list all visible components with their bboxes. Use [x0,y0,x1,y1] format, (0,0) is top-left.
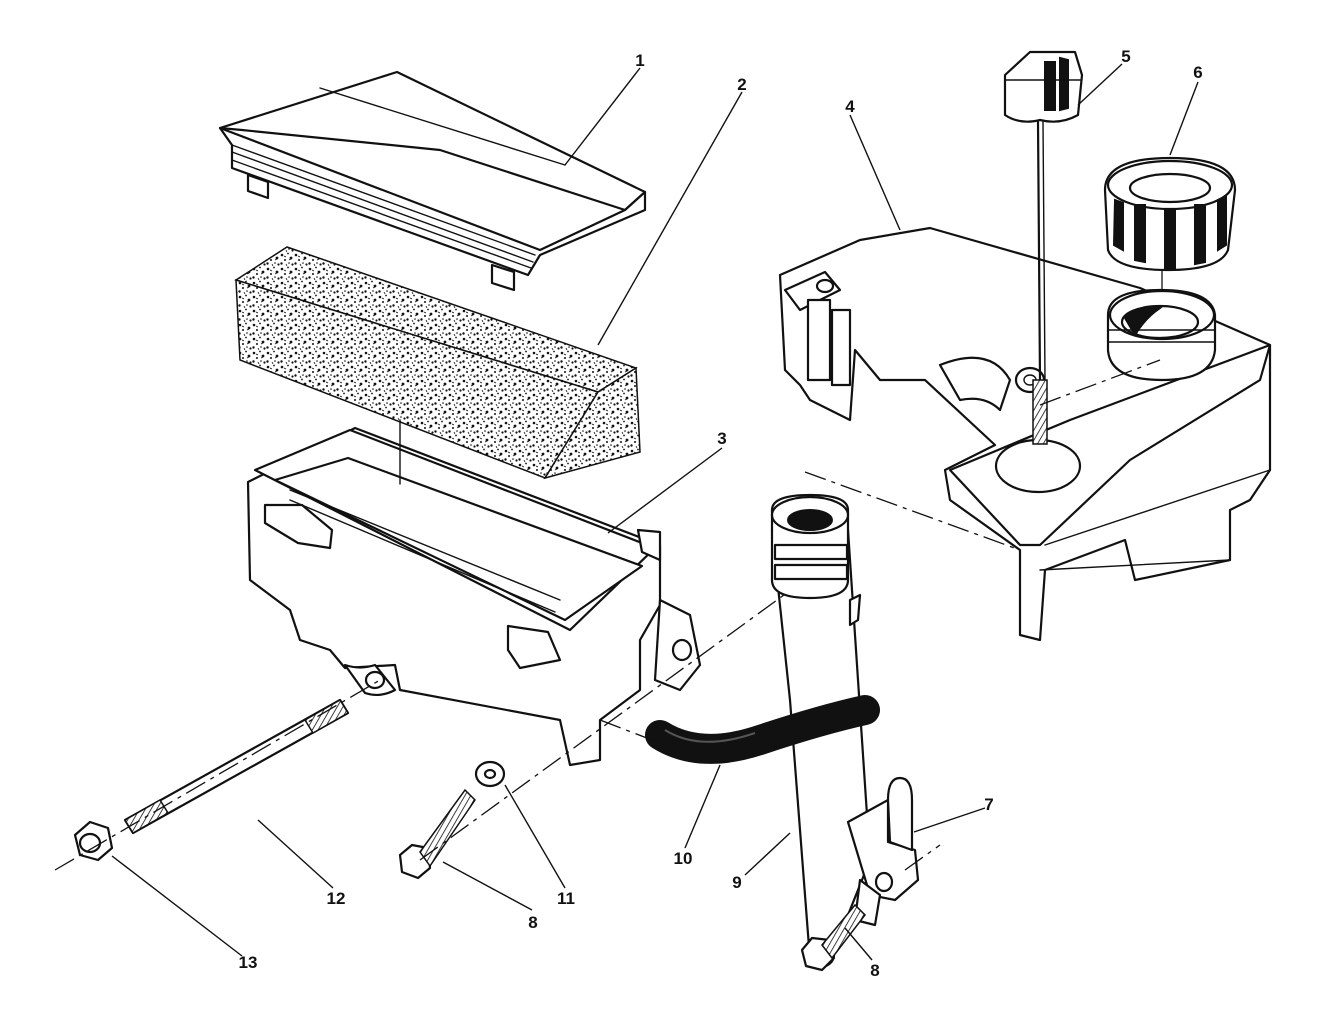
air-cleaner-base [246,419,702,767]
fuel-tank [778,226,1272,642]
callout-5: 5 [1121,47,1130,66]
long-stud [123,698,350,835]
callout-3: 3 [717,429,726,448]
breather-hose [645,695,880,764]
callout-13: 13 [239,953,258,972]
washer [474,760,506,788]
callout-6: 6 [1193,63,1202,82]
callout-2: 2 [737,75,746,94]
fuel-cap [1103,156,1237,272]
tank-filler-neck [1106,288,1217,382]
alignment-lines [54,270,1163,871]
callout-4: 4 [845,97,855,116]
foam-filter-element [234,246,641,480]
callout-8-right: 8 [870,961,879,980]
callout-9: 9 [732,873,741,892]
mounting-bracket [846,776,920,927]
callout-8-left: 8 [528,913,537,932]
callout-7: 7 [984,795,993,814]
hex-nut [73,820,114,862]
callout-12: 12 [327,889,346,908]
fill-tube [770,493,872,969]
bolt-left [398,788,476,880]
callout-10: 10 [674,849,693,868]
callout-11: 11 [557,889,575,908]
bolt-right [800,903,866,972]
callout-labels: 1 2 3 4 5 6 7 8 8 9 10 11 12 13 [239,47,1203,980]
callout-1: 1 [635,51,644,70]
leader-lines [111,63,1199,961]
air-cleaner-cover [218,70,647,292]
dipstick [1003,50,1084,445]
